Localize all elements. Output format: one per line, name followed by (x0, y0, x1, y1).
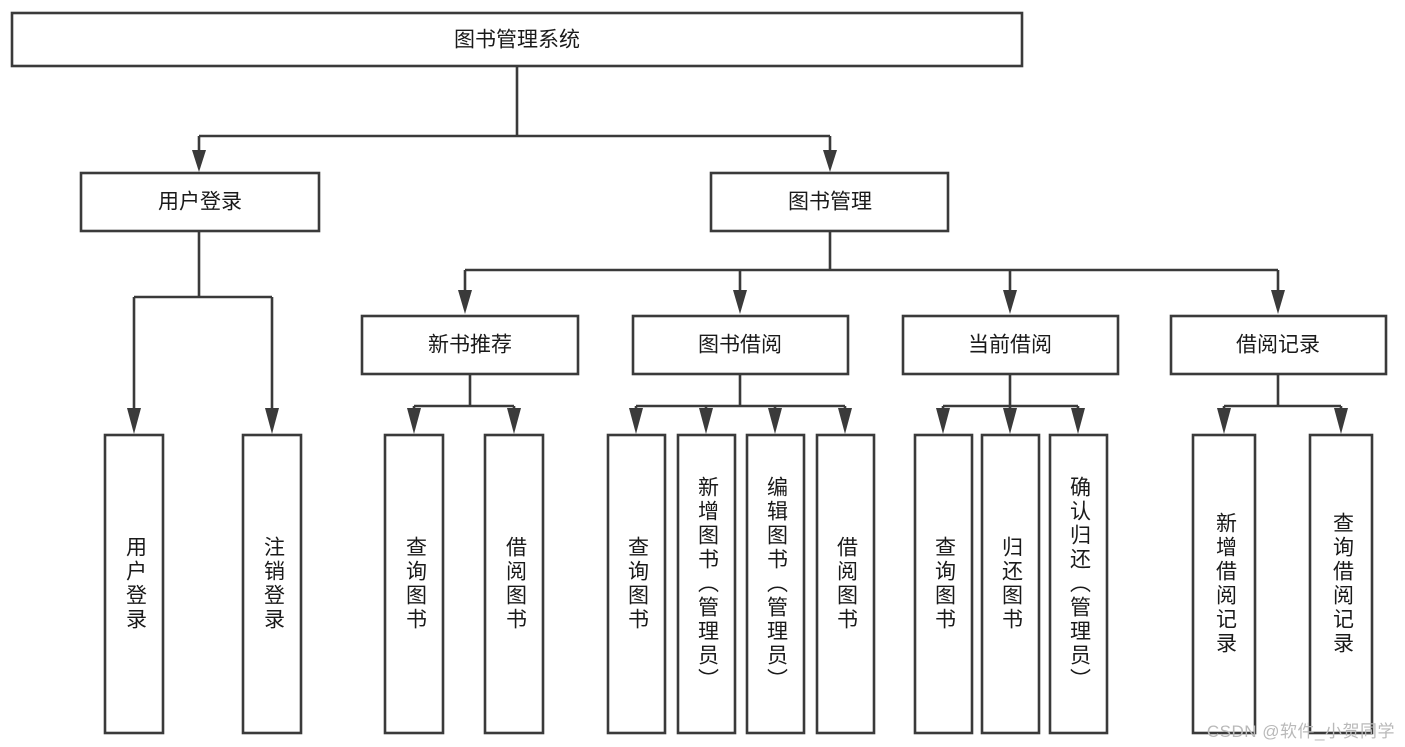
node-new-book-recommend[interactable]: 新书推荐 (360, 314, 580, 376)
leaf-new-book-query[interactable]: 查询图书 (383, 433, 445, 735)
leaf-new-book-query-box[interactable] (383, 433, 445, 735)
leaf-borrow-record-query-box[interactable] (1308, 433, 1374, 735)
leaf-book-borrow-borrow[interactable]: 借阅图书 (815, 433, 876, 735)
connector-layer (127, 66, 1348, 434)
node-book-borrow-label: 图书借阅 (698, 334, 782, 357)
leaf-borrow-record-query[interactable]: 查询借阅记录 (1308, 433, 1374, 735)
leaf-new-book-query-label: 查询图书 (403, 536, 427, 632)
leaf-current-borrow-return[interactable]: 归还图书 (980, 433, 1041, 735)
leaf-book-borrow-query[interactable]: 查询图书 (606, 433, 667, 735)
leaf-book-borrow-edit-box[interactable] (745, 433, 806, 735)
leaf-current-borrow-return-box[interactable] (980, 433, 1041, 735)
leaf-new-book-borrow-box[interactable] (483, 433, 545, 735)
leaf-user-login-login-box[interactable] (103, 433, 165, 735)
node-borrow-record[interactable]: 借阅记录 (1169, 314, 1388, 376)
arrow-to-user-login (192, 150, 206, 172)
leaf-new-book-borrow-label: 借阅图书 (503, 536, 527, 632)
arrow-borrow-leaf3 (768, 408, 782, 434)
leaf-borrow-record-add-box[interactable] (1191, 433, 1257, 735)
leaf-user-login-logout-label: 注销登录 (261, 536, 285, 632)
leaf-book-borrow-query-label: 查询图书 (625, 536, 649, 632)
leaf-borrow-record-query-label: 查询借阅记录 (1330, 512, 1354, 656)
node-user-login[interactable]: 用户登录 (79, 171, 321, 233)
arrow-to-leaf-logout (265, 408, 279, 434)
arrow-to-current-borrow (1003, 290, 1017, 314)
node-root-label: 图书管理系统 (454, 29, 580, 52)
node-user-login-label: 用户登录 (158, 191, 242, 214)
arrow-borrow-leaf4 (838, 408, 852, 434)
node-book-manage-box[interactable] (709, 171, 950, 233)
arrow-record-leaf1 (1217, 408, 1231, 434)
arrow-record-leaf2 (1334, 408, 1348, 434)
node-borrow-record-box[interactable] (1169, 314, 1388, 376)
arrow-current-leaf3 (1071, 408, 1085, 434)
node-new-book-recommend-box[interactable] (360, 314, 580, 376)
arrow-to-leaf-user-login (127, 408, 141, 434)
leaf-borrow-record-add[interactable]: 新增借阅记录 (1191, 433, 1257, 735)
node-root-box[interactable] (10, 11, 1024, 68)
node-user-login-box[interactable] (79, 171, 321, 233)
leaf-book-borrow-add-box[interactable] (676, 433, 737, 735)
leaf-book-borrow-edit[interactable]: 编辑图书（管理员） (745, 433, 806, 735)
leaf-book-borrow-add[interactable]: 新增图书（管理员） (676, 433, 737, 735)
arrow-borrow-leaf1 (629, 408, 643, 434)
leaf-user-login-login-label: 用户登录 (123, 536, 147, 632)
arrow-newbook-leaf1 (407, 408, 421, 434)
node-borrow-record-label: 借阅记录 (1236, 334, 1320, 357)
node-book-manage[interactable]: 图书管理 (709, 171, 950, 233)
leaf-borrow-record-add-label: 新增借阅记录 (1213, 512, 1237, 656)
node-current-borrow[interactable]: 当前借阅 (901, 314, 1120, 376)
arrow-current-leaf1 (936, 408, 950, 434)
arrow-to-borrow-record (1271, 290, 1285, 314)
leaf-current-borrow-query[interactable]: 查询图书 (913, 433, 974, 735)
leaf-book-borrow-query-box[interactable] (606, 433, 667, 735)
leaf-user-login-logout[interactable]: 注销登录 (241, 433, 303, 735)
arrow-borrow-leaf2 (699, 408, 713, 434)
leaf-book-borrow-edit-label: 编辑图书（管理员） (764, 476, 788, 692)
leaf-book-borrow-borrow-label: 借阅图书 (834, 536, 858, 632)
arrow-to-book-manage (823, 150, 837, 172)
node-root[interactable]: 图书管理系统 (10, 11, 1024, 68)
leaf-user-login-logout-box[interactable] (241, 433, 303, 735)
leaf-current-borrow-query-box[interactable] (913, 433, 974, 735)
leaf-user-login-login[interactable]: 用户登录 (103, 433, 165, 735)
node-book-manage-label: 图书管理 (788, 191, 872, 214)
leaf-current-borrow-confirm-box[interactable] (1048, 433, 1109, 735)
node-current-borrow-box[interactable] (901, 314, 1120, 376)
leaf-new-book-borrow[interactable]: 借阅图书 (483, 433, 545, 735)
leaf-current-borrow-return-label: 归还图书 (999, 536, 1023, 632)
leaf-book-borrow-borrow-box[interactable] (815, 433, 876, 735)
leaf-book-borrow-add-label: 新增图书（管理员） (695, 476, 719, 692)
arrow-to-new-book (458, 290, 472, 314)
node-book-borrow[interactable]: 图书借阅 (631, 314, 850, 376)
arrow-to-book-borrow (733, 290, 747, 314)
node-book-borrow-box[interactable] (631, 314, 850, 376)
leaf-current-borrow-confirm[interactable]: 确认归还（管理员） (1048, 433, 1109, 735)
node-current-borrow-label: 当前借阅 (968, 334, 1052, 357)
node-new-book-recommend-label: 新书推荐 (428, 334, 512, 357)
arrow-newbook-leaf2 (507, 408, 521, 434)
leaf-current-borrow-query-label: 查询图书 (932, 536, 956, 632)
arrow-current-leaf2 (1003, 408, 1017, 434)
leaf-current-borrow-confirm-label: 确认归还（管理员） (1067, 476, 1091, 692)
